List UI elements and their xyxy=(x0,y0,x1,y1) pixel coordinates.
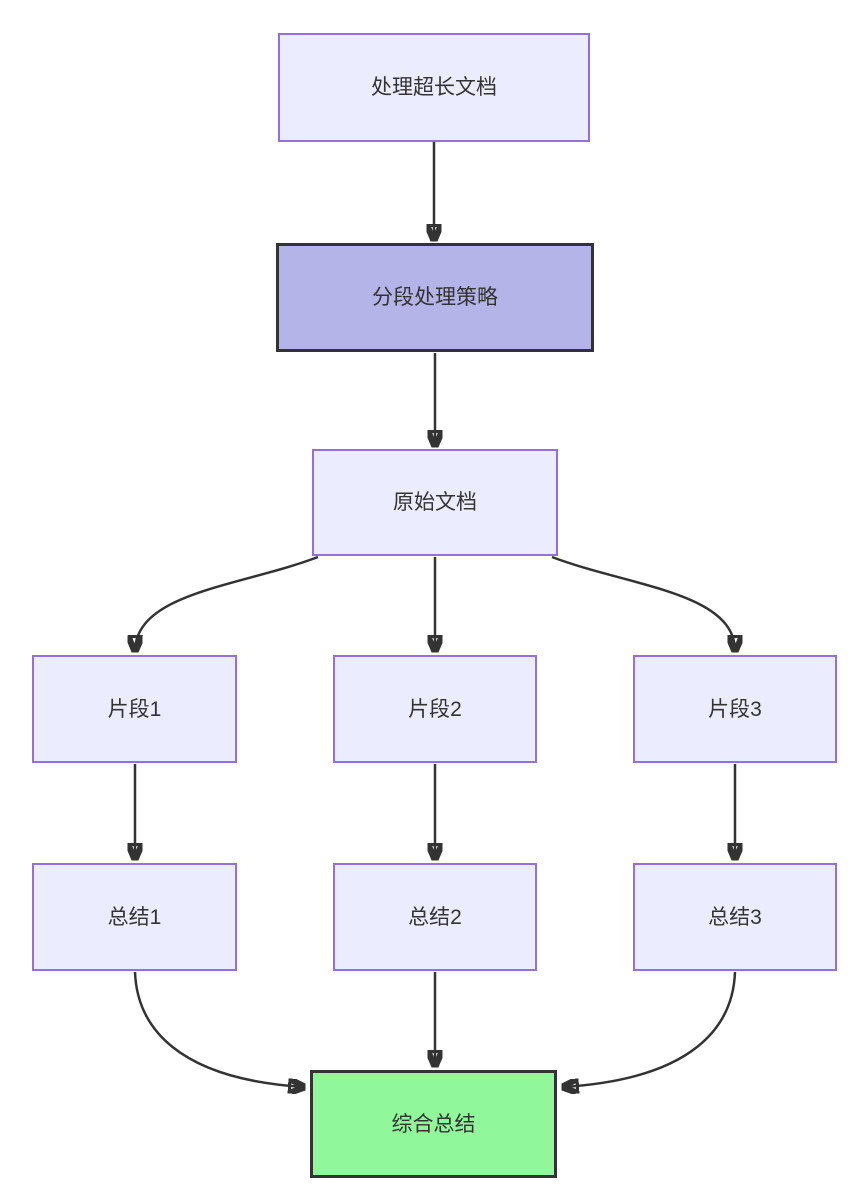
node-fragment-3: 片段3 xyxy=(633,655,837,763)
node-label: 片段2 xyxy=(408,697,462,721)
node-summary-2: 总结2 xyxy=(333,863,537,971)
edge-e3-f xyxy=(563,971,737,1087)
node-label: 总结3 xyxy=(708,905,762,929)
node-original-document: 原始文档 xyxy=(312,449,558,556)
node-fragment-2: 片段2 xyxy=(333,655,537,763)
node-summary-3: 总结3 xyxy=(633,863,837,971)
node-label: 分段处理策略 xyxy=(372,286,498,309)
node-process-long-document: 处理超长文档 xyxy=(278,33,590,142)
edge-c-d3 xyxy=(551,555,735,651)
node-label: 片段1 xyxy=(107,697,162,721)
node-summary-1: 总结1 xyxy=(32,863,237,971)
node-label: 总结1 xyxy=(107,905,162,929)
node-label: 片段3 xyxy=(708,697,762,721)
node-label: 原始文档 xyxy=(393,491,477,514)
node-combined-summary: 综合总结 xyxy=(310,1070,557,1178)
node-label: 总结2 xyxy=(408,905,462,929)
node-segmentation-strategy: 分段处理策略 xyxy=(276,243,594,352)
node-label: 处理超长文档 xyxy=(371,76,497,99)
node-label: 综合总结 xyxy=(391,1112,476,1136)
edge-e1-f xyxy=(133,971,304,1087)
node-fragment-1: 片段1 xyxy=(32,655,237,763)
edge-c-d1 xyxy=(135,555,319,651)
